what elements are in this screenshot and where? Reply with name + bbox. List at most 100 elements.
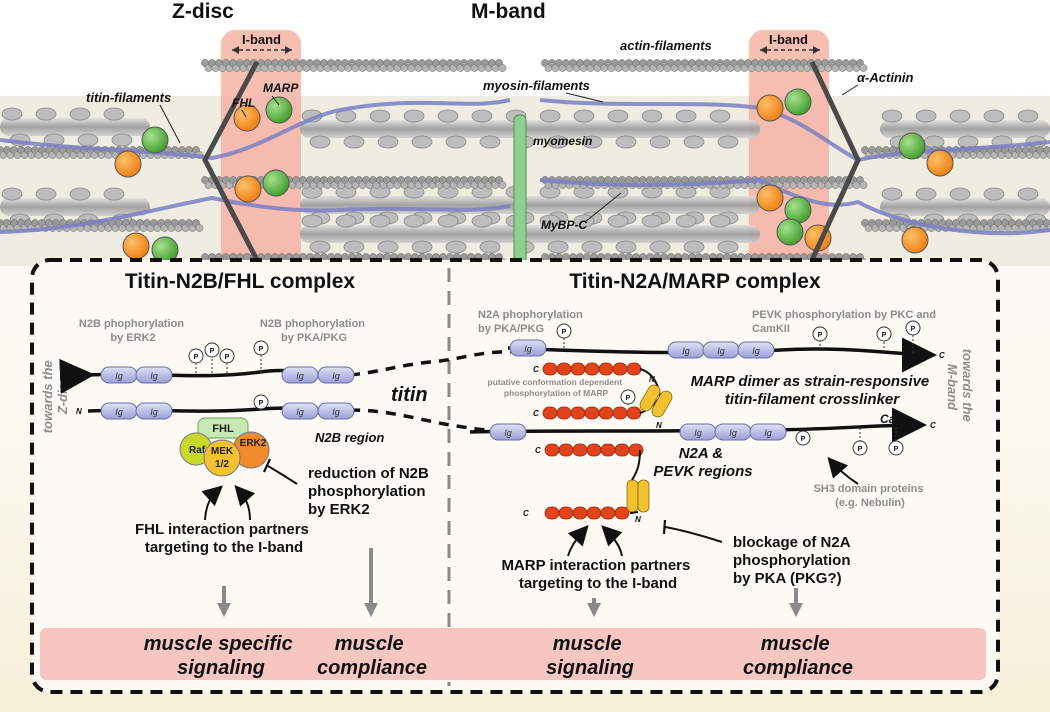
ig-domain	[489, 423, 527, 441]
marp-partner-arrow-1	[567, 525, 589, 557]
myosin-head	[881, 109, 903, 123]
myosin-head	[1, 187, 23, 201]
myosin-filaments-label: myosin-filaments	[483, 78, 590, 93]
fhl-bead	[141, 126, 169, 154]
myosin-head	[1017, 109, 1039, 123]
marp-coiled-coil	[651, 390, 673, 418]
ig-label: Ig	[764, 428, 772, 438]
ig-label: Ig	[150, 407, 158, 417]
terminus-label: N	[76, 371, 82, 380]
myosin-head	[479, 135, 501, 149]
titin-line	[0, 98, 511, 161]
titin-strand-dashed	[349, 349, 521, 377]
myosin-head	[445, 135, 467, 149]
marp-repeat	[556, 362, 572, 376]
myosin-filament	[0, 198, 150, 216]
marp-dimer-label: MARP dimer as strain-responsive titin-fi…	[691, 373, 934, 408]
myosin-head	[403, 214, 425, 228]
myosin-filament	[880, 120, 1050, 138]
marp-coiled-coil	[637, 479, 650, 513]
outcome-muscle-signaling: muscle signaling	[546, 633, 634, 679]
fhl-bead	[776, 218, 804, 246]
myosin-head	[675, 214, 697, 228]
fhl-box	[197, 417, 249, 439]
phospho-site	[852, 440, 868, 456]
marp-coiled-coil	[626, 479, 639, 513]
marp-partners-label: MARP interaction partners targeting to t…	[501, 557, 694, 592]
actin-bead	[498, 181, 507, 189]
marp-repeat	[572, 443, 588, 457]
marp-fhl-beads	[114, 88, 954, 264]
fhl-partners-label: FHL interaction partners targeting to th…	[135, 521, 313, 556]
myosin-head	[683, 135, 705, 149]
myosin-head	[581, 135, 603, 149]
i-band-right-label: I-band	[769, 32, 808, 47]
myosin-head	[377, 240, 399, 254]
myosin-head	[957, 135, 979, 149]
ig-domain	[317, 366, 355, 384]
putative-label: putative conformation dependent phosphor…	[488, 377, 625, 398]
phospho-site	[219, 348, 235, 364]
actin-bead	[498, 64, 507, 72]
n2b-region-label: N2B region	[315, 430, 384, 445]
myosin-filament	[0, 118, 150, 136]
myosin-head	[607, 109, 629, 123]
phospho-site	[795, 430, 811, 446]
myosin-head	[411, 240, 433, 254]
myosin-head	[309, 240, 331, 254]
detail-panel	[30, 258, 1000, 694]
myosin-head	[923, 135, 945, 149]
terminus-label: N	[76, 407, 82, 416]
myomesin-label: myomesin	[533, 134, 592, 148]
marp-repeat	[612, 406, 628, 420]
marp-repeat	[570, 406, 586, 420]
reduction-inhibitor	[267, 465, 298, 485]
grey-arrow-left-1	[217, 586, 231, 617]
marp-repeat	[614, 443, 630, 457]
myosin-head	[403, 109, 425, 123]
actin-bead	[1046, 151, 1050, 159]
pevk-phos-label: PEVK phosphorylation by PKC and CamKII	[752, 309, 939, 335]
terminus-label: N	[635, 515, 641, 524]
myosin-filament	[880, 198, 1050, 216]
marp-bead	[122, 232, 150, 260]
phospho-site	[876, 326, 892, 342]
fhl-bead	[784, 88, 812, 116]
myosin-head	[471, 214, 493, 228]
marp-repeat	[612, 362, 628, 376]
ig-label: Ig	[332, 371, 340, 381]
myosin-filament	[300, 120, 760, 138]
titin-label: titin	[391, 384, 428, 406]
ig-label: Ig	[694, 428, 702, 438]
myosin-head	[103, 107, 125, 121]
marp-repeat	[586, 443, 602, 457]
n2a-pevk-label: N2A & PEVK regions	[653, 445, 752, 480]
myosin-head	[103, 187, 125, 201]
ig-domain	[749, 423, 787, 441]
myosin-head	[709, 185, 731, 199]
phospho-site	[204, 342, 220, 358]
myosin-head	[343, 240, 365, 254]
myosin-head	[675, 109, 697, 123]
ig-domain	[135, 366, 173, 384]
phospho-label: P	[210, 348, 215, 355]
myosin-head	[547, 135, 569, 149]
ig-label: Ig	[115, 407, 123, 417]
terminus-label: N	[656, 421, 662, 430]
myosin-head	[437, 109, 459, 123]
fhl-partner-arrow-1	[201, 485, 223, 521]
outcome-bar	[40, 628, 986, 680]
titin-line	[539, 98, 1050, 163]
ig-label: Ig	[682, 346, 690, 356]
phospho-label: P	[894, 446, 899, 453]
terminus-label: C	[535, 446, 541, 455]
ig-label: Ig	[717, 346, 725, 356]
myosin-head	[641, 109, 663, 123]
phospho-site	[188, 348, 204, 364]
myosin-head	[683, 240, 705, 254]
outcome-muscle-compliance-right: muscle compliance	[743, 633, 853, 679]
myosin-head	[343, 135, 365, 149]
ig-domain	[509, 339, 547, 357]
